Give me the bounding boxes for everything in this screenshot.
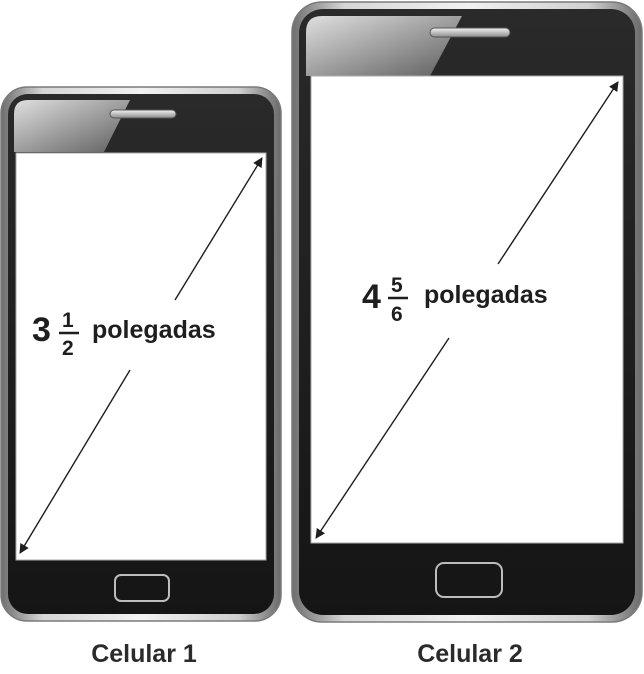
diagonal-measurement-label: 3 1 2 polegadas bbox=[32, 309, 216, 360]
size-whole: 3 bbox=[32, 311, 51, 349]
size-unit: polegadas bbox=[92, 316, 216, 344]
phone-label-celular-2: Celular 2 bbox=[417, 640, 523, 668]
size-denominator: 2 bbox=[62, 337, 74, 360]
phone-gloss bbox=[306, 16, 462, 76]
size-numerator: 1 bbox=[62, 309, 74, 332]
diagonal-arrow-upper bbox=[174, 157, 263, 301]
phone-celular-1: 3 1 2 polegadas bbox=[0, 86, 282, 622]
diagonal-measurement-label: 4 5 6 polegadas bbox=[362, 274, 548, 326]
phone-celular-2: 4 5 6 polegadas bbox=[291, 1, 643, 623]
phone-label-celular-1: Celular 1 bbox=[91, 640, 197, 668]
speaker-grille-icon bbox=[109, 109, 177, 119]
home-button-icon bbox=[435, 562, 503, 598]
diagonal-arrow-upper bbox=[497, 81, 619, 265]
home-button-icon bbox=[114, 574, 170, 602]
diagonal-arrow-lower bbox=[315, 337, 450, 539]
diagonal-arrow-lower bbox=[19, 369, 131, 554]
phone-gloss bbox=[14, 100, 130, 152]
size-numerator: 5 bbox=[391, 274, 403, 297]
size-denominator: 6 bbox=[391, 303, 403, 326]
size-whole: 4 bbox=[362, 278, 381, 316]
phone-screen bbox=[15, 152, 267, 561]
speaker-grille-icon bbox=[429, 27, 511, 38]
size-unit: polegadas bbox=[424, 281, 548, 309]
